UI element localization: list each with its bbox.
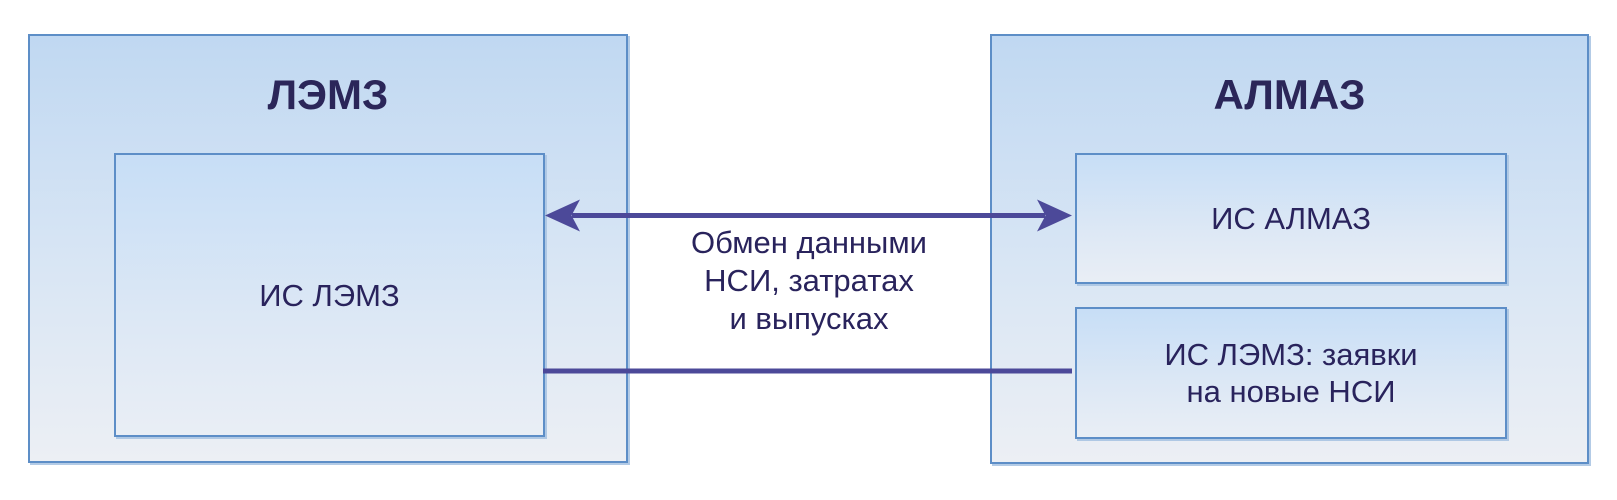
data-exchange-label-line-1: Обмен данными: [691, 225, 927, 260]
data-exchange-label: Обмен данными НСИ, затратах и выпусках: [628, 224, 990, 338]
data-exchange-label-line-3: и выпусках: [729, 301, 889, 336]
almaz-requests-label-line-1: ИС ЛЭМЗ: заявки: [1164, 337, 1418, 372]
lemz-group-title: ЛЭМЗ: [267, 71, 389, 118]
lemz-system-label: ИС ЛЭМЗ: [259, 277, 400, 313]
almaz-requests-label-line-2: на новые НСИ: [1186, 374, 1396, 409]
almaz-system-label: ИС АЛМАЗ: [1211, 201, 1371, 236]
almaz-group-title: АЛМАЗ: [1213, 71, 1366, 118]
almaz-system-box: ИС АЛМАЗ: [1075, 153, 1507, 284]
lemz-system-box: ИС ЛЭМЗ: [114, 153, 545, 437]
data-exchange-label-line-2: НСИ, затратах: [704, 263, 914, 298]
lemz-group-box: ЛЭМЗ ИС ЛЭМЗ: [28, 34, 628, 463]
almaz-requests-label: ИС ЛЭМЗ: заявки на новые НСИ: [1164, 336, 1417, 410]
almaz-group-box: АЛМАЗ ИС АЛМАЗ ИС ЛЭМЗ: заявки на новые …: [990, 34, 1589, 464]
almaz-requests-box: ИС ЛЭМЗ: заявки на новые НСИ: [1075, 307, 1507, 439]
